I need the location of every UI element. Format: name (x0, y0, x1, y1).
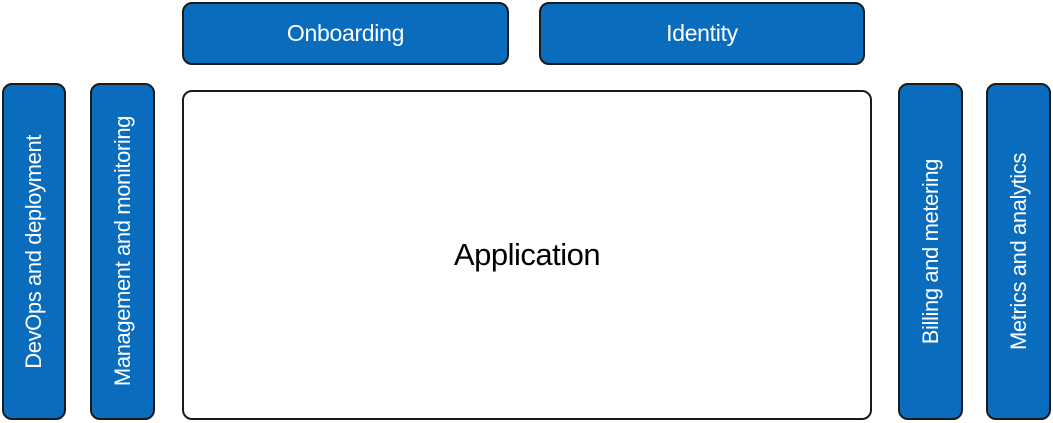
metrics-analytics-box: Metrics and analytics (986, 83, 1051, 420)
management-monitoring-label: Management and monitoring (109, 116, 135, 387)
devops-deployment-box: DevOps and deployment (2, 83, 66, 420)
onboarding-box: Onboarding (182, 2, 509, 65)
billing-metering-box: Billing and metering (898, 83, 963, 420)
billing-metering-label: Billing and metering (917, 158, 943, 345)
devops-deployment-label: DevOps and deployment (21, 134, 46, 369)
identity-box: Identity (539, 2, 865, 65)
application-box: Application (182, 90, 872, 420)
application-label: Application (453, 237, 601, 272)
onboarding-label: Onboarding (286, 20, 405, 46)
metrics-analytics-label: Metrics and analytics (1005, 152, 1031, 350)
identity-label: Identity (666, 20, 738, 46)
management-monitoring-box: Management and monitoring (90, 83, 155, 420)
